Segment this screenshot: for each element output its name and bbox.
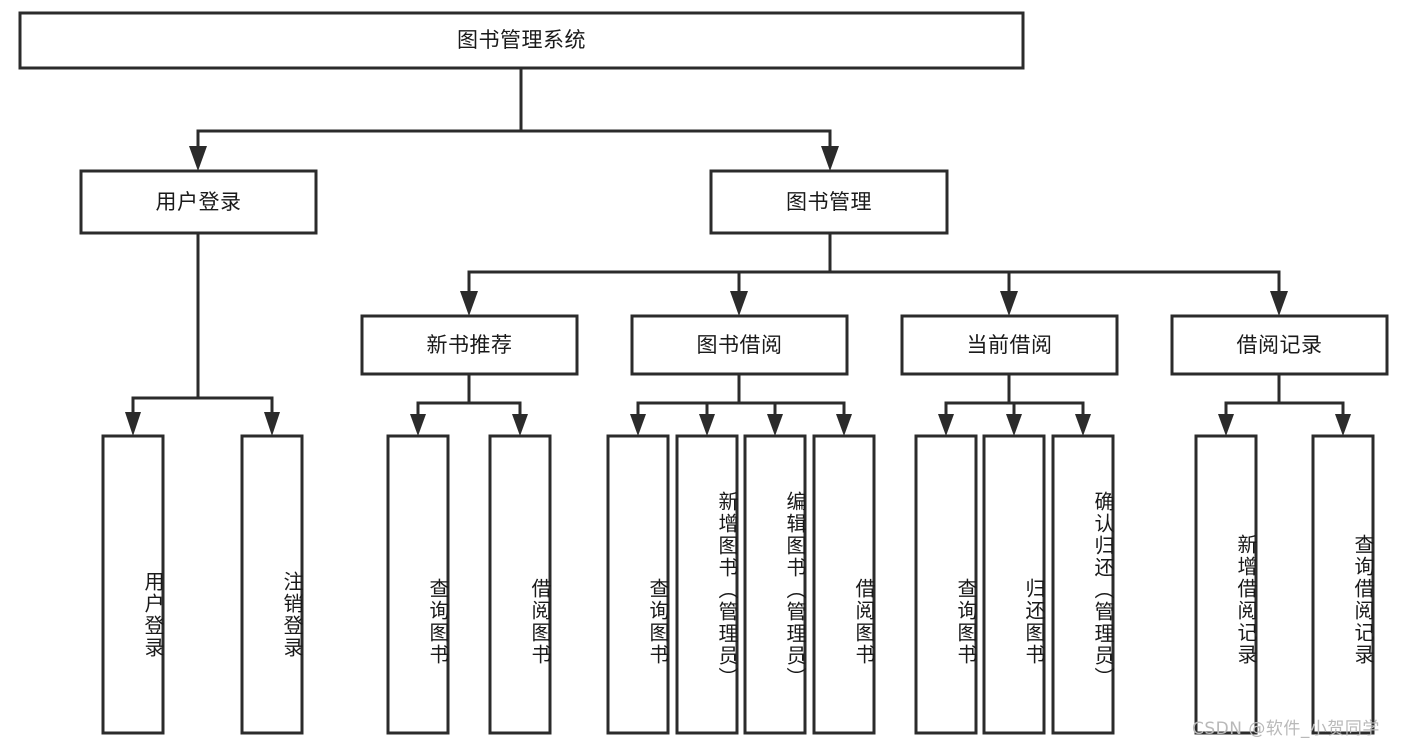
arrow-to-book-borrow: [730, 291, 748, 316]
node-box-leaf-return-book[interactable]: [982, 434, 1046, 735]
arrow-leaf-borrow-book-a: [512, 414, 528, 436]
node-box-leaf-query-book-c[interactable]: [914, 434, 978, 735]
arrow-leaf-query-book-c: [938, 414, 954, 436]
node-box-leaf-confirm-return[interactable]: [1051, 434, 1115, 735]
arrow-leaf-query-book-b: [630, 414, 646, 436]
arrow-leaf-confirm-return: [1075, 414, 1091, 436]
arrow-leaf-add-record: [1218, 414, 1234, 436]
node-box-current-borrow[interactable]: [900, 314, 1119, 376]
arrow-to-book-manage: [821, 146, 839, 171]
node-box-leaf-user-login[interactable]: [101, 434, 165, 735]
node-box-leaf-query-book-b[interactable]: [606, 434, 670, 735]
arrow-leaf-add-book: [699, 414, 715, 436]
node-box-borrow-record[interactable]: [1170, 314, 1389, 376]
node-box-leaf-logout[interactable]: [240, 434, 304, 735]
node-box-book-borrow[interactable]: [630, 314, 849, 376]
arrow-leaf-query-book-a: [410, 414, 426, 436]
arrow-to-new-book: [460, 291, 478, 316]
arrow-leaf-borrow-book-b: [836, 414, 852, 436]
node-box-leaf-add-book[interactable]: [675, 434, 739, 735]
node-box-leaf-borrow-book-b[interactable]: [812, 434, 876, 735]
node-box-root[interactable]: [18, 11, 1025, 70]
arrow-to-current-borrow: [1000, 291, 1018, 316]
arrow-to-borrow-record: [1270, 291, 1288, 316]
arrow-leaf-query-record: [1335, 414, 1351, 436]
connector-layer: [125, 66, 1351, 436]
arrow-leaf-return-book: [1006, 414, 1022, 436]
arrow-leaf-edit-book: [767, 414, 783, 436]
node-box-leaf-add-record[interactable]: [1194, 434, 1258, 735]
node-box-leaf-borrow-book-a[interactable]: [488, 434, 552, 735]
node-box-user-login[interactable]: [79, 169, 318, 235]
node-box-leaf-query-book-a[interactable]: [386, 434, 450, 735]
arrow-leaf-user-login: [125, 412, 141, 436]
node-box-leaf-query-record[interactable]: [1311, 434, 1375, 735]
node-box-layer: [18, 11, 1389, 735]
node-box-new-book-recommend[interactable]: [360, 314, 579, 376]
node-box-leaf-edit-book[interactable]: [743, 434, 807, 735]
node-box-book-manage[interactable]: [709, 169, 949, 235]
arrow-leaf-logout: [264, 412, 280, 436]
arrow-to-user-login: [189, 146, 207, 171]
